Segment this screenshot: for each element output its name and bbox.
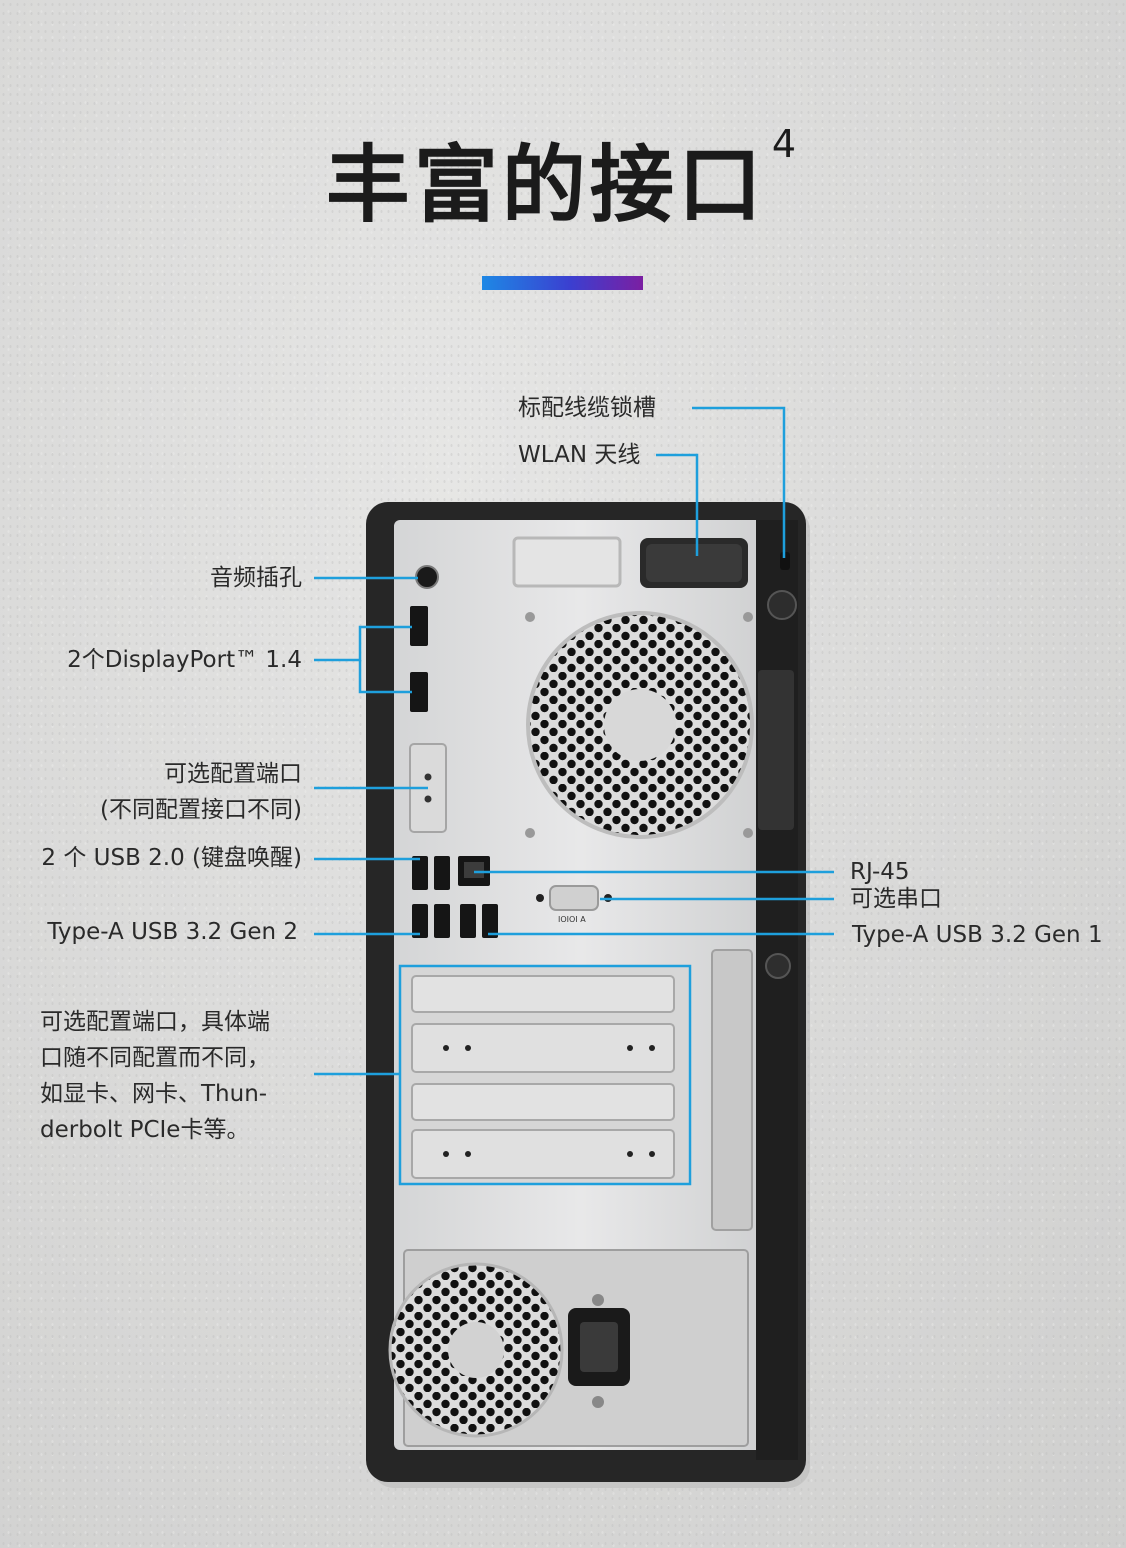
label-usb-gen1: Type-A USB 3.2 Gen 1 bbox=[852, 922, 1103, 948]
usb-gen2-port-1 bbox=[412, 904, 428, 938]
cable-lock-slot bbox=[780, 552, 790, 570]
displayport-1 bbox=[410, 606, 428, 646]
label-pcie-line2: 口随不同配置而不同， bbox=[40, 1045, 270, 1071]
usb20-port-2 bbox=[434, 856, 450, 890]
padlock-loop bbox=[767, 590, 797, 620]
label-serial-port: 可选串口 bbox=[850, 886, 942, 912]
side-handle bbox=[758, 670, 794, 830]
pcie-slot-area bbox=[400, 966, 688, 1184]
side-rail bbox=[756, 520, 798, 1460]
label-usb20: 2 个 USB 2.0 (键盘唤醒) bbox=[41, 845, 302, 871]
label-lock-slot: 标配线缆锁槽 bbox=[518, 395, 656, 421]
label-pcie-line3: 如显卡、网卡、Thun- bbox=[40, 1081, 268, 1107]
callout-lines bbox=[314, 406, 834, 1186]
serial-port-marking: IOIOI A bbox=[558, 915, 586, 924]
title-accent-bar bbox=[482, 276, 643, 290]
label-optional-port-line2: (不同配置接口不同) bbox=[100, 797, 302, 823]
label-usb-gen2: Type-A USB 3.2 Gen 2 bbox=[47, 919, 298, 945]
fan-hub bbox=[604, 689, 676, 761]
expansion-latch bbox=[711, 949, 753, 1231]
label-optional-port-line1: 可选配置端口 bbox=[164, 761, 302, 787]
usb-gen2-port-2 bbox=[434, 904, 450, 938]
label-rj45: RJ-45 bbox=[850, 859, 910, 885]
label-displayport: 2个DisplayPort™ 1.4 bbox=[67, 647, 302, 673]
label-pcie-line4: derbolt PCIe卡等。 bbox=[40, 1117, 250, 1143]
displayport-2 bbox=[410, 672, 428, 712]
usb20-port-1 bbox=[412, 856, 428, 890]
top-bay-opening bbox=[512, 536, 622, 588]
audio-jack bbox=[415, 565, 439, 589]
label-audio-jack: 音频插孔 bbox=[210, 565, 302, 591]
usb-gen1-port-2 bbox=[482, 904, 498, 938]
footnote-superscript: 4 bbox=[771, 122, 801, 166]
label-wlan-antenna: WLAN 天线 bbox=[518, 442, 641, 468]
label-pcie-line1: 可选配置端口，具体端 bbox=[40, 1009, 270, 1035]
usb-gen1-port-1 bbox=[460, 904, 476, 938]
serial-port bbox=[549, 885, 599, 911]
